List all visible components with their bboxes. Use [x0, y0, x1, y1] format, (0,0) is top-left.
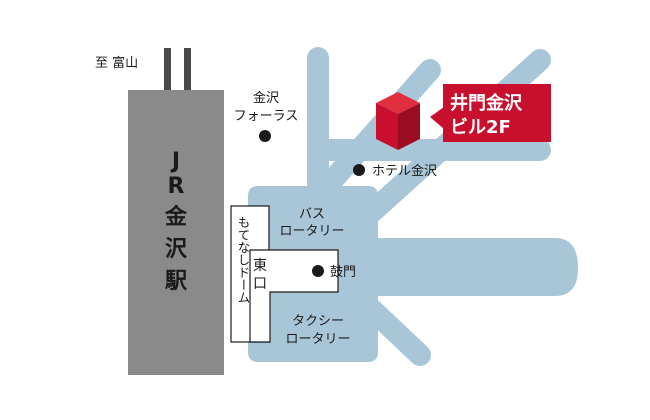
hotel-marker [353, 164, 365, 176]
tsuzumimon-marker [312, 265, 324, 277]
bus-rotary-label-2: ロータリー [279, 224, 344, 239]
station-label: J R 金 沢 駅 [164, 149, 188, 294]
destination-building-icon [376, 92, 420, 150]
building-left [376, 103, 398, 150]
taxi-rotary-label-2: ロータリー [285, 332, 350, 347]
destination-label-box [443, 84, 551, 142]
forus-label-2: フォーラス [234, 109, 299, 124]
jr-kanazawa-station [128, 90, 224, 375]
toyama-direction-label: 至 富山 [95, 55, 138, 71]
taxi-rotary-label-1: タクシー [292, 314, 344, 329]
rail-track-left [164, 48, 171, 96]
road-east-main [330, 238, 578, 296]
bus-rotary-label-1: バス [299, 207, 325, 222]
motenashi-dome-label: もてなしドーム [236, 216, 251, 304]
station-label-char: J [170, 149, 180, 174]
road-northeast [304, 59, 441, 211]
tsuzumimon-label: 鼓門 [330, 265, 356, 280]
station-label-char: 駅 [165, 269, 187, 294]
rail-track-right [184, 48, 191, 96]
forus-marker [259, 130, 271, 142]
destination-label-1: 井門金沢 [450, 92, 523, 114]
east-exit-label-2: 口 [253, 276, 267, 292]
east-exit-label-1: 東 [253, 258, 267, 274]
station-label-char: R [168, 174, 185, 199]
building-right [398, 103, 420, 150]
railway-tracks [164, 48, 191, 96]
callout-pointer [430, 107, 444, 129]
forus-label-1: 金沢 [253, 90, 279, 106]
hotel-kanazawa-label: ホテル金沢 [372, 163, 437, 179]
destination-label-2: ビル2F [450, 117, 511, 138]
station-label-char: 金 [164, 204, 188, 230]
station-label-char: 沢 [165, 237, 188, 262]
